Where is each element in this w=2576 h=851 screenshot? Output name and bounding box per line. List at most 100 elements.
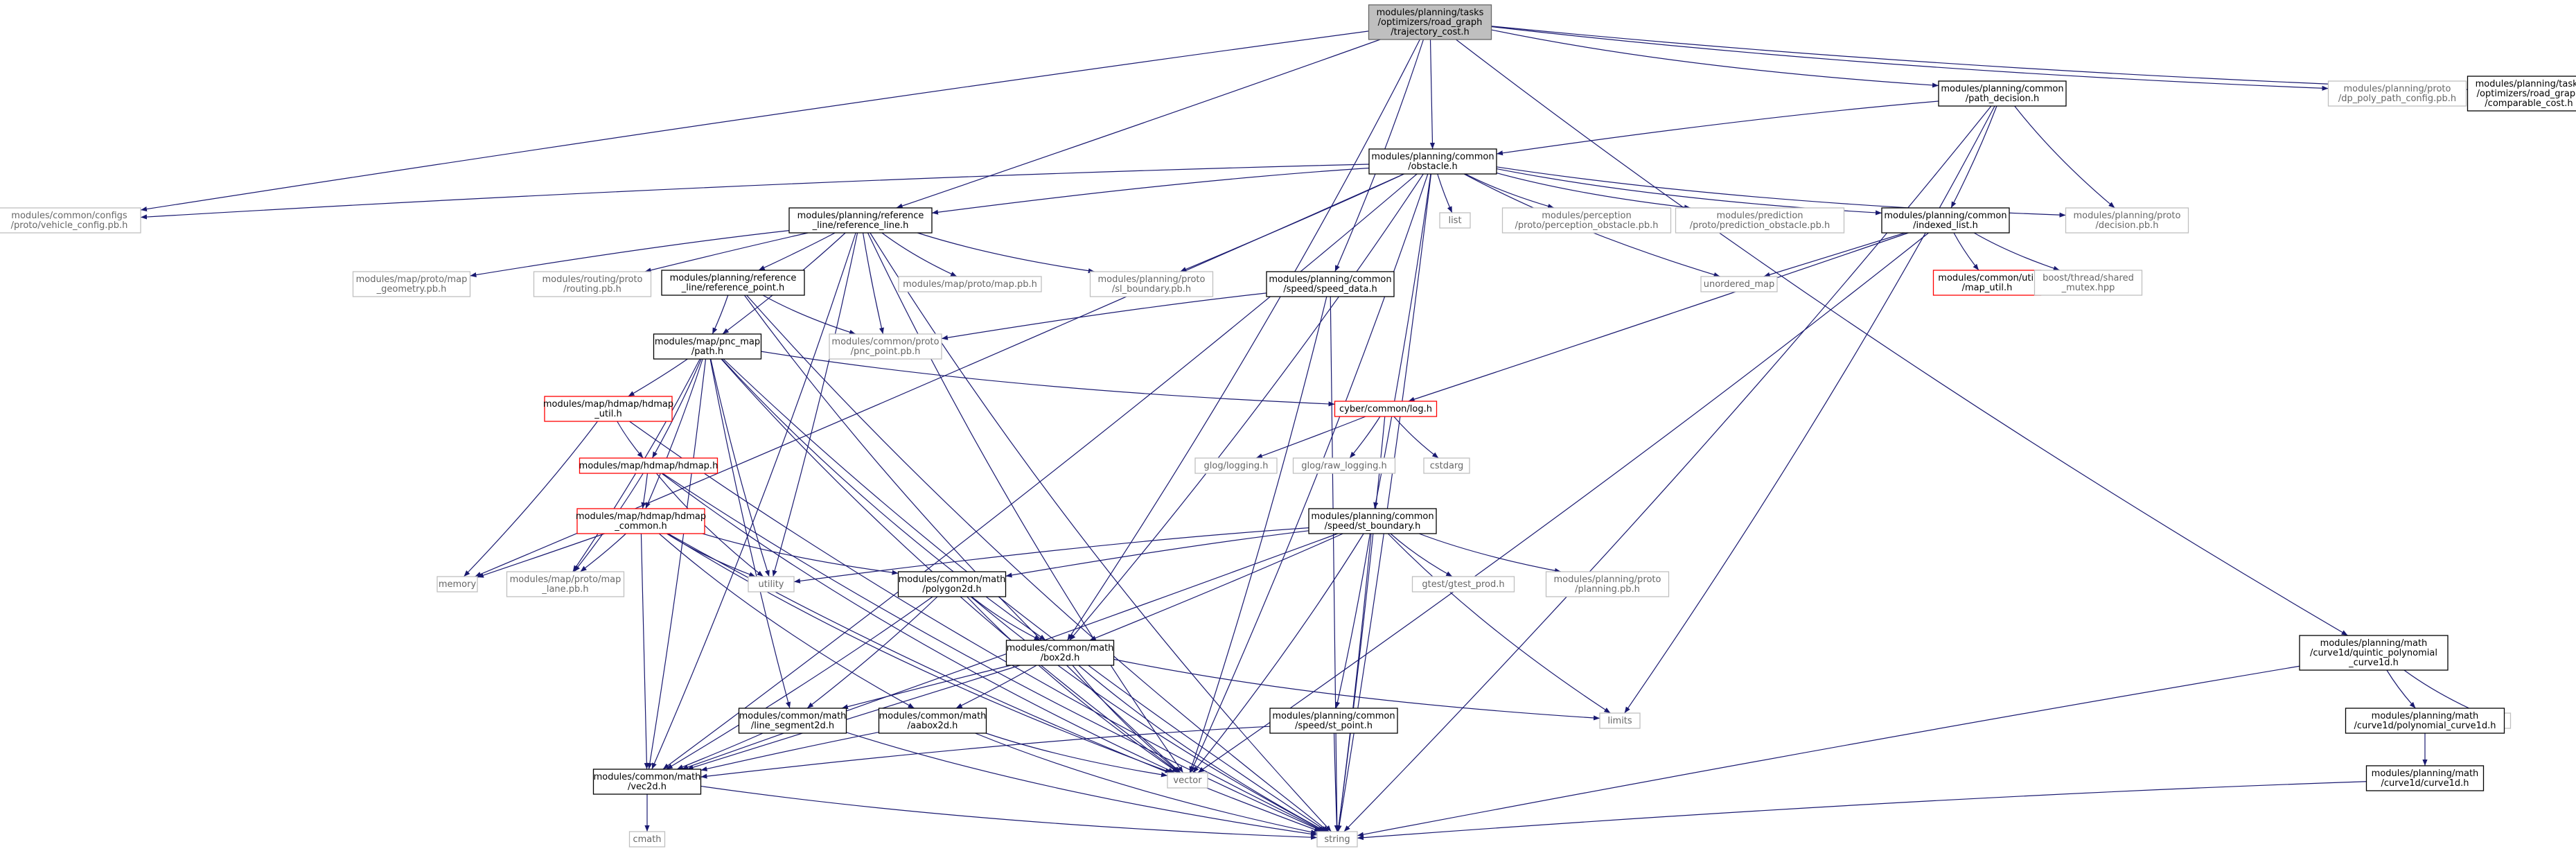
node-indexed-list[interactable]: modules/planning/common/indexed_list.h <box>1881 207 2010 234</box>
edge-pnc-path-to-box2d <box>721 358 1046 641</box>
node-box <box>1545 571 1670 597</box>
node-label: _geometry.pb.h <box>376 284 447 295</box>
node-box <box>1334 401 1438 417</box>
node-obstacle[interactable]: modules/planning/common/obstacle.h <box>1368 148 1497 175</box>
node-vehicle-config[interactable]: modules/common/configs/proto/vehicle_con… <box>0 207 141 234</box>
node-speed-data[interactable]: modules/planning/common/speed/speed_data… <box>1266 271 1395 297</box>
node-curve1d[interactable]: modules/planning/math/curve1d/curve1d.h <box>2365 765 2485 791</box>
node-dp-poly[interactable]: modules/planning/proto/dp_poly_path_conf… <box>2327 80 2467 107</box>
node-label: utility <box>759 579 784 590</box>
node-path-decision[interactable]: modules/planning/common/path_decision.h <box>1938 80 2067 107</box>
node-hdmap[interactable]: modules/map/hdmap/hdmap.h <box>579 457 718 474</box>
edge-st-point-to-vec2d <box>700 726 1271 779</box>
node-box <box>878 708 987 734</box>
node-label: modules/planning/common <box>1884 211 2006 221</box>
node-box <box>1675 207 1845 234</box>
node-label: modules/planning/proto <box>1098 274 1206 285</box>
edge-obstacle-to-perception-obstacle <box>1465 173 1555 209</box>
node-planning-pb[interactable]: modules/planning/proto/planning.pb.h <box>1545 571 1670 597</box>
node-string[interactable]: string <box>1316 831 1358 848</box>
edge-pnc-path-to-hdmap <box>651 358 702 459</box>
node-label: /path.h <box>691 346 723 357</box>
node-box <box>1269 708 1398 734</box>
node-polynomial-curve1d[interactable]: modules/planning/math/curve1d/polynomial… <box>2345 708 2505 734</box>
node-limits[interactable]: limits <box>1599 712 1641 729</box>
node-box <box>352 271 471 297</box>
node-label: /map_util.h <box>1962 283 2013 293</box>
node-gtest-prod[interactable]: gtest/gtest_prod.h <box>1411 576 1515 593</box>
node-line-segment2d[interactable]: modules/common/math/line_segment2d.h <box>738 708 847 734</box>
node-box <box>533 271 652 297</box>
node-decision-pb[interactable]: modules/planning/proto/decision.pb.h <box>2065 207 2189 234</box>
node-unordered-map[interactable]: unordered_map <box>1700 276 1778 292</box>
node-quintic[interactable]: modules/planning/math/curve1d/quintic_po… <box>2299 635 2449 671</box>
node-st-boundary[interactable]: modules/planning/common/speed/st_boundar… <box>1308 508 1437 534</box>
node-map-pb[interactable]: modules/map/proto/map.pb.h <box>898 276 1042 292</box>
node-label: /comparable_cost.h <box>2485 98 2573 109</box>
node-hdmap-common[interactable]: modules/map/hdmap/hdmap_common.h <box>576 508 706 534</box>
node-map-geometry[interactable]: modules/map/proto/map_geometry.pb.h <box>352 271 471 297</box>
node-vector[interactable]: vector <box>1167 772 1208 789</box>
edge-reference-line-to-map-pb <box>881 232 958 277</box>
edge-aabox2d-to-vector <box>985 732 1168 778</box>
node-label: modules/map/proto/map.pb.h <box>903 279 1037 290</box>
node-box <box>0 207 141 234</box>
node-box <box>1005 640 1115 666</box>
node-memory[interactable]: memory <box>436 576 478 593</box>
edge-root-to-vehicle-config <box>140 30 1369 212</box>
node-glog-raw[interactable]: glog/raw_logging.h <box>1292 457 1396 474</box>
node-label: modules/planning/proto <box>1554 574 1661 585</box>
edge-reference-point-to-vector <box>743 295 1181 773</box>
node-root[interactable]: modules/planning/tasks/optimizers/road_g… <box>1368 4 1492 40</box>
edge-root-to-box2d <box>1067 39 1420 641</box>
node-st-point[interactable]: modules/planning/common/speed/st_point.h <box>1269 708 1398 734</box>
edge-hdmap-common-to-aabox2d <box>658 533 915 709</box>
edge-pnc-path-to-hdmap-common <box>645 358 703 509</box>
node-label: modules/map/hdmap/hdmap.h <box>579 461 718 471</box>
edge-st-boundary-to-polygon2d <box>1005 530 1309 578</box>
node-cmath[interactable]: cmath <box>628 831 666 848</box>
node-comparable-cost[interactable]: modules/planning/tasks/optimizers/road_g… <box>2467 76 2576 112</box>
node-aabox2d[interactable]: modules/common/math/aabox2d.h <box>878 708 987 734</box>
node-routing-pb[interactable]: modules/routing/proto/routing.pb.h <box>533 271 652 297</box>
node-cstdarg[interactable]: cstdarg <box>1423 457 1470 474</box>
node-reference-point[interactable]: modules/planning/reference_line/referenc… <box>661 270 805 296</box>
node-box2d[interactable]: modules/common/math/box2d.h <box>1005 640 1115 666</box>
node-label: /speed/st_boundary.h <box>1325 521 1421 532</box>
edge-indexed-list-to-log <box>1408 232 1909 402</box>
node-label: vector <box>1173 775 1202 786</box>
node-box <box>661 270 805 296</box>
node-polygon2d[interactable]: modules/common/math/polygon2d.h <box>897 571 1007 597</box>
node-box <box>436 576 478 593</box>
edge-obstacle-to-list <box>1437 173 1453 213</box>
node-log[interactable]: cyber/common/log.h <box>1334 401 1438 417</box>
edge-reference-line-to-string <box>870 232 1332 832</box>
node-label: /proto/perception_obstacle.pb.h <box>1515 220 1659 231</box>
node-box <box>1938 80 2067 107</box>
node-glog-logging[interactable]: glog/logging.h <box>1194 457 1278 474</box>
node-label: modules/planning/common <box>1311 511 1433 522</box>
edge-obstacle-to-reference-line <box>931 167 1370 215</box>
node-perception-obstacle[interactable]: modules/perception/proto/perception_obst… <box>1501 207 1672 234</box>
node-list[interactable]: list <box>1439 212 1471 229</box>
node-map-util[interactable]: modules/common/util/map_util.h <box>1932 270 2042 296</box>
edge-st-boundary-to-utility <box>793 527 1309 584</box>
node-prediction-obstacle[interactable]: modules/prediction/proto/prediction_obst… <box>1675 207 1845 234</box>
edge-curve1d-to-string <box>1357 781 2367 841</box>
node-map-lane[interactable]: modules/map/proto/map_lane.pb.h <box>506 571 625 597</box>
node-label: modules/common/math <box>879 711 987 721</box>
node-pnc-path[interactable]: modules/map/pnc_map/path.h <box>653 333 762 360</box>
edge-box2d-to-line-segment2d <box>841 665 1012 710</box>
edge-st-boundary-to-planning-pb <box>1418 533 1562 573</box>
node-box <box>897 571 1007 597</box>
edge-obstacle-to-string <box>1336 173 1432 832</box>
node-hdmap-util[interactable]: modules/map/hdmap/hdmap_util.h <box>543 396 673 422</box>
node-label: /speed/speed_data.h <box>1283 284 1377 295</box>
edge-pnc-path-to-line-segment2d <box>709 358 791 709</box>
node-vec2d[interactable]: modules/common/math/vec2d.h <box>592 769 702 795</box>
node-sl-boundary[interactable]: modules/planning/proto/sl_boundary.pb.h <box>1089 271 1214 297</box>
node-reference-line[interactable]: modules/planning/reference_line/referenc… <box>788 207 933 234</box>
node-pnc-point[interactable]: modules/common/proto/pnc_point.pb.h <box>829 333 942 360</box>
node-shared-mutex[interactable]: boost/thread/shared_mutex.hpp <box>2034 270 2143 296</box>
node-utility[interactable]: utility <box>748 576 795 593</box>
